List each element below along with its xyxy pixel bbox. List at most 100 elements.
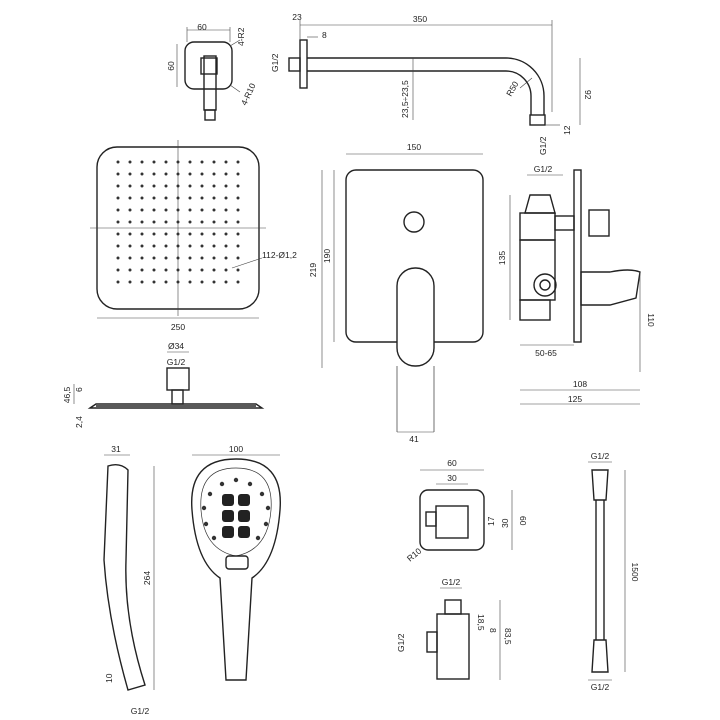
nozzle-hole: [224, 208, 228, 212]
nozzle-hole: [200, 280, 204, 284]
arm-bracket-height: 60: [166, 61, 176, 71]
arm-flange: 23: [292, 12, 302, 22]
nozzle-hole: [140, 220, 144, 224]
nozzle-hole: [152, 268, 156, 272]
nozzle-hole: [188, 256, 192, 260]
nozzle-hole: [236, 244, 240, 248]
nozzle-hole: [116, 268, 120, 272]
nozzle-hole: [188, 280, 192, 284]
nozzle-hole: [224, 268, 228, 272]
hand-nozzle: [211, 535, 217, 541]
mixer-h2: 190: [322, 249, 332, 263]
nozzle-hole: [116, 184, 120, 188]
arm-pipe: 23,5÷23,5: [400, 80, 410, 118]
head-side-diam: Ø34: [168, 341, 184, 351]
nozzle-hole: [176, 172, 180, 176]
nozzle-hole: [140, 172, 144, 176]
nozzle-hole: [140, 268, 144, 272]
nozzle-hole: [116, 208, 120, 212]
nozzle-hole: [140, 232, 144, 236]
nozzle-hole: [188, 268, 192, 272]
nozzle-hole: [200, 208, 204, 212]
hand-nozzle: [233, 477, 239, 483]
nozzle-hole: [116, 196, 120, 200]
nozzle-hole: [128, 196, 132, 200]
hand-nozzle: [259, 491, 265, 497]
arm-bracket-r2: 4-R2: [236, 27, 246, 46]
nozzle-hole: [224, 244, 228, 248]
nozzle-hole: [188, 196, 192, 200]
nozzle-hole: [236, 184, 240, 188]
nozzle-hole: [212, 280, 216, 284]
nozzle-hole: [224, 160, 228, 164]
nozzle-hole: [236, 220, 240, 224]
elbow-radius: R10: [405, 546, 424, 564]
nozzle-hole: [164, 184, 168, 188]
mixer-h1: 219: [308, 263, 318, 277]
nozzle-hole: [176, 232, 180, 236]
nozzle-hole: [200, 256, 204, 260]
hose-view: G1/2 1500 G1/2: [588, 451, 640, 692]
nozzle-hole: [164, 196, 168, 200]
hose-length: 1500: [630, 563, 640, 582]
nozzle-hole: [128, 280, 132, 284]
nozzle-hole: [164, 160, 168, 164]
head-side-neck: 6: [74, 387, 84, 392]
nozzle-hole: [128, 220, 132, 224]
nozzle-hole: [188, 244, 192, 248]
mixer-lever: 41: [409, 434, 419, 444]
wall-arm-view: 350 23 8 G1/2 23,5÷23,5 R50 92 12 G1/2: [270, 12, 593, 155]
nozzle-hole: [212, 256, 216, 260]
nozzle-hole: [128, 208, 132, 212]
arm-bracket-r10: 4-R10: [239, 81, 258, 106]
hand-nozzle-pad: [238, 494, 250, 506]
mixer-side-view: G1/2 135 110 50-65 108 125: [497, 164, 656, 405]
arm-bracket-width: 60: [197, 22, 207, 32]
elbow-height: 60: [518, 516, 528, 526]
nozzle-hole: [164, 232, 168, 236]
nozzle-hole: [128, 268, 132, 272]
hand-nozzles: [201, 477, 271, 541]
nozzle-hole: [212, 208, 216, 212]
nozzle-hole: [128, 232, 132, 236]
hand-nozzle: [255, 535, 261, 541]
nozzle-hole: [200, 196, 204, 200]
mixer-front-view: 150 219 190 41: [308, 142, 484, 444]
hand-side-len: 264: [142, 571, 152, 585]
nozzle-hole: [236, 208, 240, 212]
nozzle-hole: [188, 184, 192, 188]
nozzle-hole: [128, 160, 132, 164]
elbow-inner: 30: [447, 473, 457, 483]
nozzle-hole: [152, 280, 156, 284]
nozzle-hole: [152, 208, 156, 212]
nozzle-hole: [236, 280, 240, 284]
hand-nozzle: [201, 505, 207, 511]
nozzle-hole: [140, 256, 144, 260]
nozzle-hole: [212, 220, 216, 224]
nozzle-hole: [212, 196, 216, 200]
nozzle-hole: [128, 244, 132, 248]
nozzle-hole: [188, 232, 192, 236]
hand-nozzle: [219, 481, 225, 487]
nozzle-hole: [212, 268, 216, 272]
elbow-side-a: 18,5: [476, 614, 486, 631]
nozzle-hole: [224, 196, 228, 200]
hand-nozzle-pad: [222, 494, 234, 506]
nozzle-hole: [176, 196, 180, 200]
elbow-side-thread-left: G1/2: [396, 633, 406, 652]
nozzle-hole: [236, 232, 240, 236]
nozzle-hole: [176, 256, 180, 260]
nozzle-hole: [140, 184, 144, 188]
nozzle-hole: [128, 184, 132, 188]
nozzle-hole: [212, 244, 216, 248]
head-top-view: 250 112-Ø1,2: [90, 140, 297, 332]
nozzle-hole: [176, 184, 180, 188]
nozzle-hole: [140, 160, 144, 164]
nozzle-hole: [236, 172, 240, 176]
mixer-side-d1: 108: [573, 379, 587, 389]
nozzle-hole: [164, 220, 168, 224]
nozzle-hole: [224, 172, 228, 176]
hand-shower-side-view: 31 264 10 G1/2: [103, 444, 155, 716]
arm-bracket-view: 60 60 4-R2 4-R10: [166, 22, 258, 121]
nozzle-holes: [116, 160, 240, 284]
